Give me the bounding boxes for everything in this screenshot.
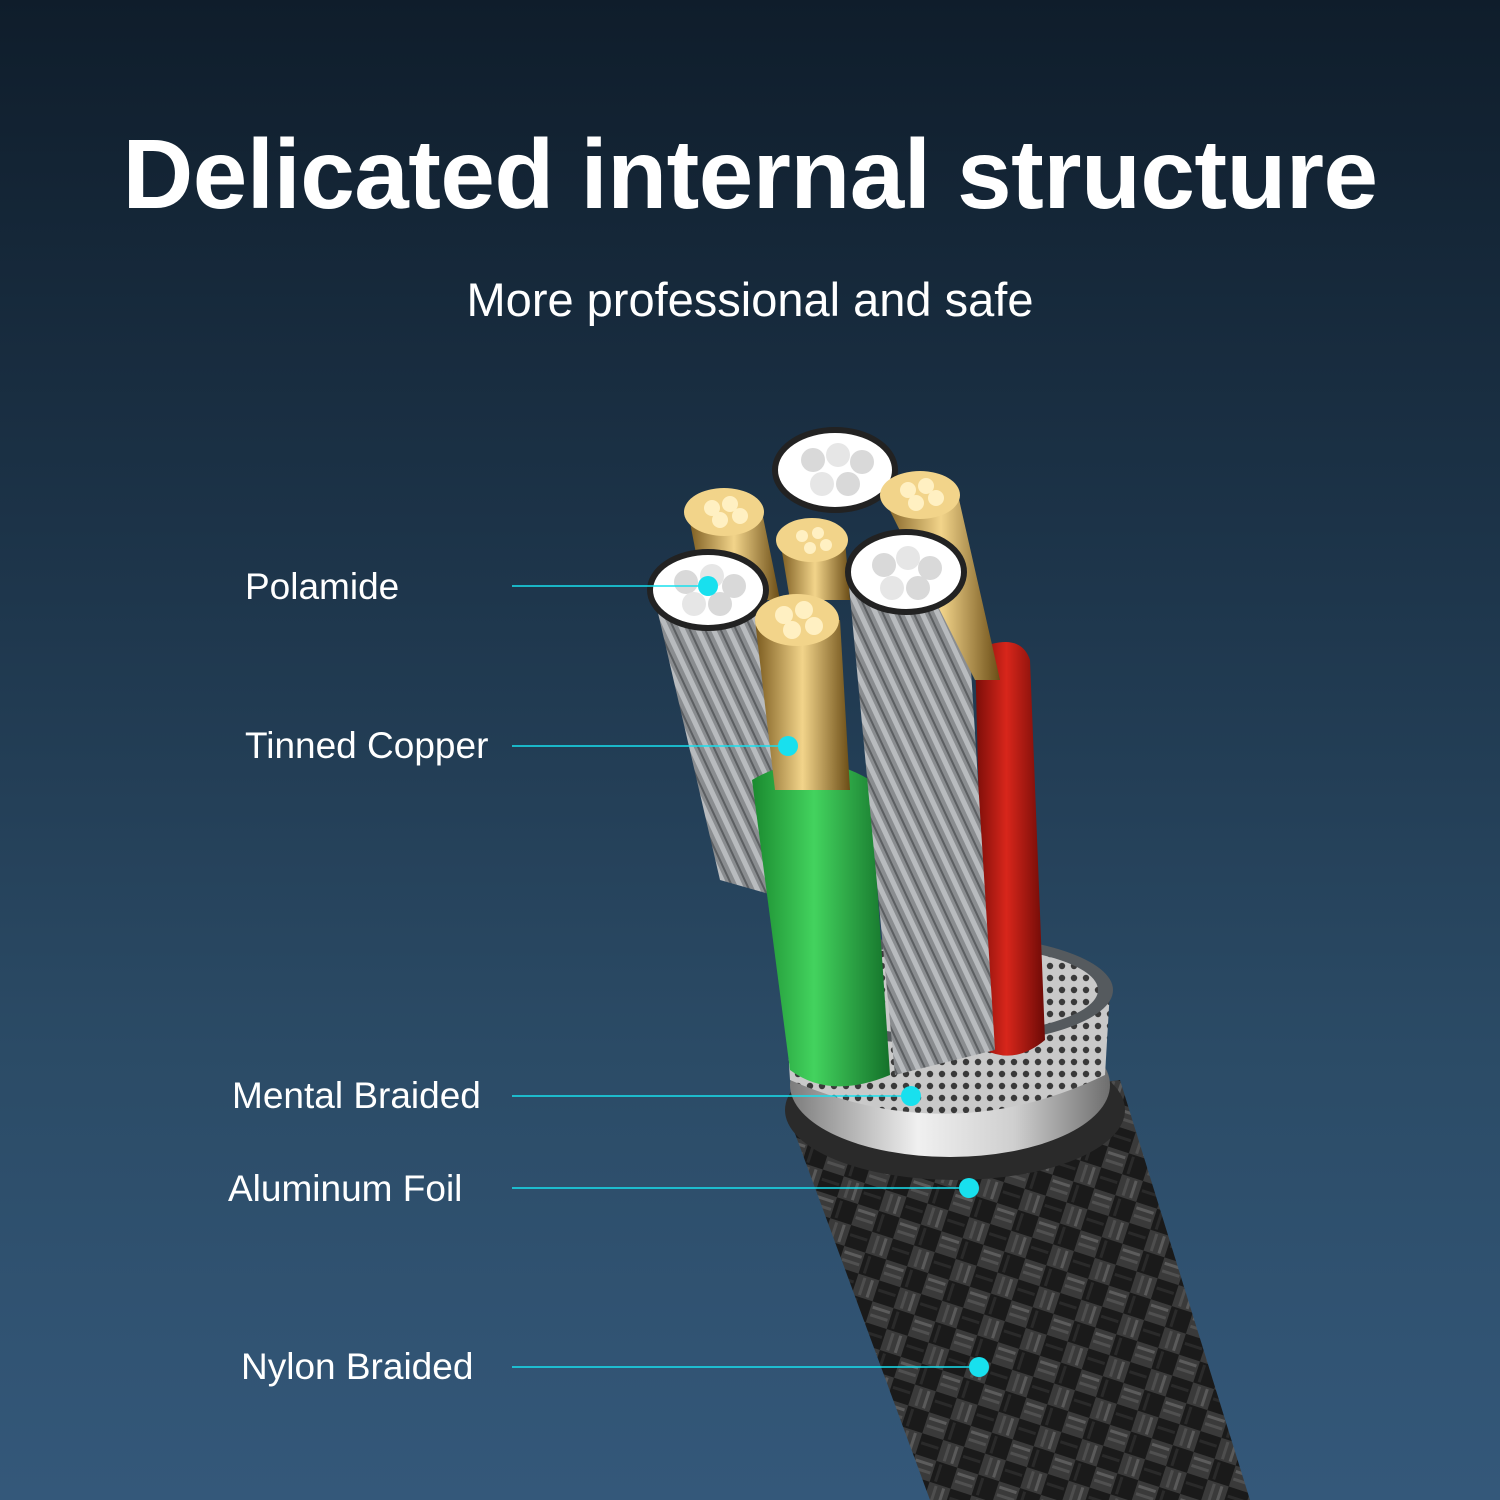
- callout-line-nylon-braided: [512, 1357, 989, 1377]
- nylon-braid-jacket: [790, 1080, 1250, 1500]
- red-wire: [975, 642, 1045, 1056]
- page-subtitle: More professional and safe: [466, 273, 1034, 326]
- callout-label-tinned-copper: Tinned Copper: [245, 725, 489, 766]
- silver-wire-center: [848, 575, 995, 1075]
- callout-line-metal-braided: [512, 1086, 921, 1106]
- silver-cap-right: [845, 529, 967, 615]
- callout-line-tinned-copper: [512, 736, 798, 756]
- green-wire: [752, 762, 890, 1087]
- callout-line-polamide: [512, 576, 718, 596]
- callout-line-aluminum-foil: [512, 1178, 979, 1198]
- callout-label-aluminum-foil: Aluminum Foil: [228, 1168, 463, 1209]
- gold-cap-top-left: [684, 488, 764, 536]
- gold-cap-center: [776, 518, 848, 562]
- gold-cap-top-right: [880, 471, 960, 519]
- silver-cap-top: [772, 427, 898, 513]
- gold-cap-front: [755, 594, 839, 646]
- silver-wire-left: [655, 600, 790, 900]
- callout-label-nylon-braided: Nylon Braided: [241, 1346, 474, 1387]
- callout-label-polamide: Polamide: [245, 566, 400, 607]
- page-title: Delicated internal structure: [122, 119, 1378, 229]
- callout-label-metal-braided: Mental Braided: [232, 1075, 481, 1116]
